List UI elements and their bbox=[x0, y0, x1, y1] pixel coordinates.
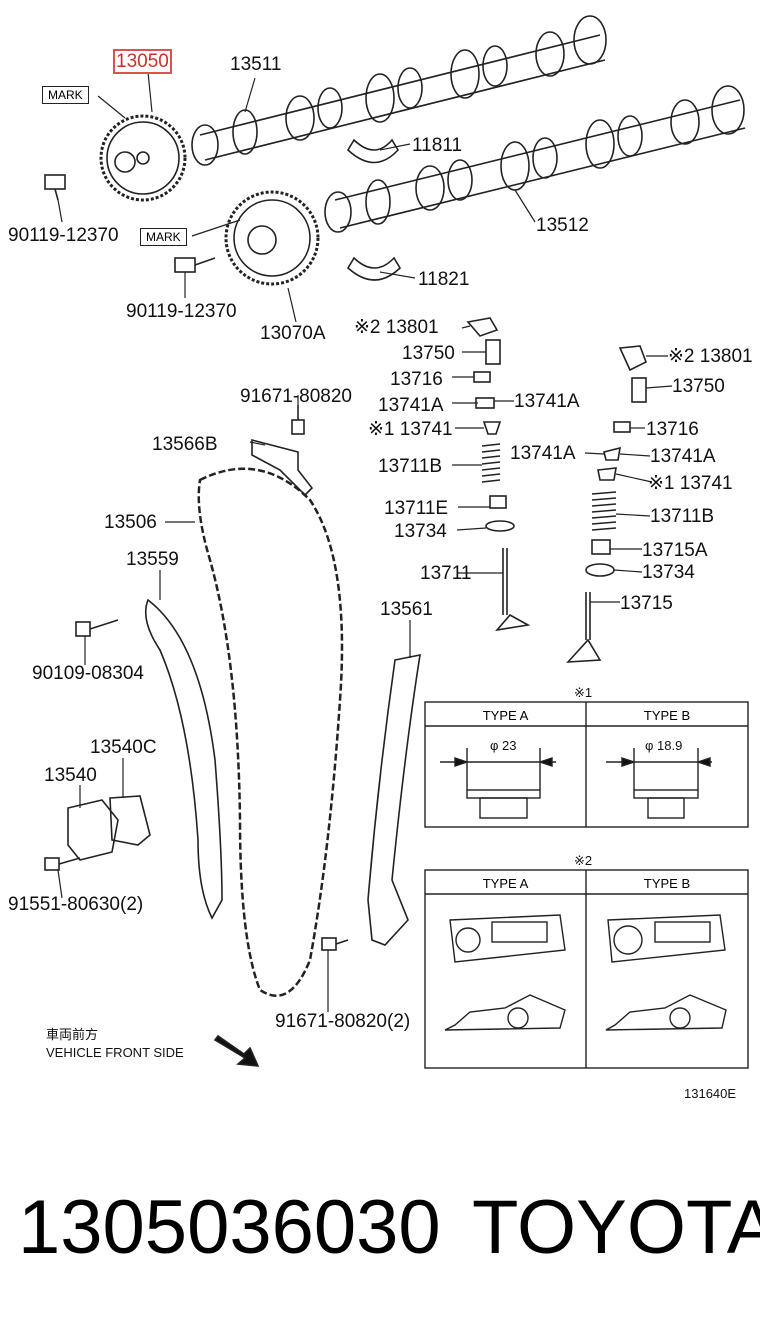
cam-timing-gear-13050 bbox=[99, 114, 187, 202]
part-label-bolt-90109[interactable]: 90109-08304 bbox=[32, 663, 144, 684]
table1-title: ※1 bbox=[574, 685, 593, 700]
part-label-13540C[interactable]: 13540C bbox=[90, 737, 157, 758]
chain-damper-13561 bbox=[367, 653, 421, 946]
vehicle-front-arrow bbox=[213, 1034, 260, 1067]
part-label-bolt-90119-a[interactable]: 90119-12370 bbox=[8, 225, 119, 246]
camshaft-intake bbox=[191, 15, 607, 166]
part-label-13566B[interactable]: 13566B bbox=[152, 434, 218, 455]
exploded-parts-diagram bbox=[44, 15, 749, 1069]
bolt-90119-a bbox=[44, 174, 66, 201]
bolt-91671-b bbox=[321, 937, 349, 951]
vehicle-front-label-en: VEHICLE FRONT SIDE bbox=[46, 1045, 184, 1060]
part-label-13711B-a[interactable]: 13711B bbox=[378, 456, 443, 477]
bolt-91551 bbox=[44, 857, 81, 871]
bearing-11811 bbox=[346, 138, 399, 164]
type-tables bbox=[424, 701, 749, 1069]
part-label-13716-b[interactable]: 13716 bbox=[646, 419, 699, 440]
part-label-13734-b[interactable]: 13734 bbox=[642, 562, 695, 583]
part-label-13741A-a1[interactable]: 13741A bbox=[378, 395, 444, 416]
table2-type-b: TYPE B bbox=[643, 876, 691, 891]
cam-timing-gear-13070A bbox=[224, 190, 320, 286]
bolt-90119-b bbox=[174, 257, 216, 273]
timing-chain-13506 bbox=[197, 467, 344, 997]
brand-name: TOYOTA bbox=[472, 1185, 760, 1270]
part-label-13716-a[interactable]: 13716 bbox=[390, 369, 443, 390]
part-label-13506[interactable]: 13506 bbox=[104, 512, 157, 533]
part-label-13741A-b1[interactable]: 13741A bbox=[510, 443, 576, 464]
part-label-13540[interactable]: 13540 bbox=[44, 765, 97, 786]
camshaft-exhaust bbox=[324, 85, 746, 233]
table2-type-a: TYPE A bbox=[482, 876, 529, 891]
table2-title: ※2 bbox=[574, 853, 593, 868]
part-label-13559[interactable]: 13559 bbox=[126, 549, 179, 570]
part-label-13801-a[interactable]: ※2 13801 bbox=[354, 317, 439, 338]
bearing-11821 bbox=[346, 256, 402, 281]
part-label-13750-b[interactable]: 13750 bbox=[672, 376, 725, 397]
table1-type-a: TYPE A bbox=[482, 708, 529, 723]
part-label-13711E[interactable]: 13711E bbox=[384, 498, 449, 519]
part-label-13711[interactable]: 13711 bbox=[420, 563, 472, 584]
part-label-bolt-91551[interactable]: 91551-80630(2) bbox=[8, 894, 144, 915]
part-label-13741-a[interactable]: ※1 13741 bbox=[368, 419, 453, 440]
part-label-bolt-91671-b[interactable]: 91671-80820(2) bbox=[275, 1011, 411, 1032]
part-label-13511[interactable]: 13511 bbox=[230, 54, 282, 75]
part-label-bolt-91671-a[interactable]: 91671-80820 bbox=[240, 386, 352, 407]
part-label-13741A-b2[interactable]: 13741A bbox=[650, 446, 716, 467]
valve-stack-right bbox=[566, 345, 648, 663]
chain-slipper-13559 bbox=[144, 598, 223, 920]
part-label-13512[interactable]: 13512 bbox=[536, 215, 589, 236]
diagram-code: 131640E bbox=[684, 1086, 737, 1101]
part-label-13741-b[interactable]: ※1 13741 bbox=[648, 473, 733, 494]
part-label-13715[interactable]: 13715 bbox=[620, 593, 673, 614]
part-label-13750-a[interactable]: 13750 bbox=[402, 343, 455, 364]
bolt-91671-a bbox=[291, 405, 305, 435]
chain-guide-13566B bbox=[251, 438, 314, 497]
part-label-11821[interactable]: 11821 bbox=[418, 269, 470, 290]
part-label-13741A-a2[interactable]: 13741A bbox=[514, 391, 580, 412]
table1-dim-b: φ 18.9 bbox=[645, 738, 683, 753]
mark-label: MARK bbox=[140, 228, 187, 246]
part-label-11811[interactable]: 11811 bbox=[412, 135, 463, 156]
part-label-13050[interactable]: 13050 bbox=[113, 49, 172, 74]
part-label-13561[interactable]: 13561 bbox=[380, 599, 433, 620]
part-label-13715A[interactable]: 13715A bbox=[642, 540, 708, 561]
bolt-90109 bbox=[75, 619, 119, 637]
table1-type-b: TYPE B bbox=[643, 708, 691, 723]
part-label-13711B-b[interactable]: 13711B bbox=[650, 506, 715, 527]
chain-tensioner-13540 bbox=[67, 799, 119, 861]
part-label-bolt-90119-b[interactable]: 90119-12370 bbox=[126, 301, 237, 322]
tensioner-gasket-13540C bbox=[109, 795, 151, 846]
part-label-13801-b[interactable]: ※2 13801 bbox=[668, 346, 753, 367]
part-label-13734-a[interactable]: 13734 bbox=[394, 521, 447, 542]
part-label-13070A[interactable]: 13070A bbox=[260, 323, 326, 344]
valve-stack-left bbox=[466, 317, 531, 632]
mark-label: MARK bbox=[42, 86, 89, 104]
vehicle-front-label-jp: 車両前方 bbox=[46, 1027, 99, 1042]
part-number: 1305036030 bbox=[18, 1185, 441, 1270]
table1-dim-a: φ 23 bbox=[490, 738, 517, 753]
